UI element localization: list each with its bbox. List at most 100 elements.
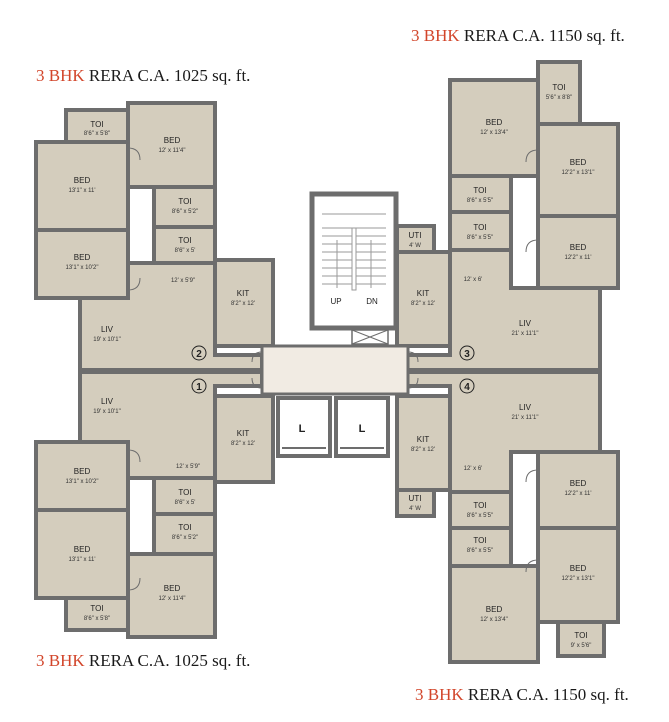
room-dim: 13'1" x 10'2" [66, 265, 99, 271]
room-name: KIT [417, 289, 430, 298]
tl-bed-right-room [126, 101, 217, 189]
br-uti-room [395, 488, 436, 518]
room-name: BED [486, 605, 503, 614]
bl-toi-b-room [152, 512, 217, 556]
room-dim: 8'2" x 12' [231, 301, 255, 307]
room-name: UTI [409, 231, 422, 240]
room-dim: 8'6" x 5'8" [84, 616, 110, 622]
room-name: TOI [90, 120, 103, 129]
tl-toi-low-room [152, 225, 217, 265]
room-name: BED [74, 545, 91, 554]
room-name: BED [570, 158, 587, 167]
br-bed-left-room [448, 564, 540, 664]
bl-labels: LIV 19' x 10'1" KIT 8'2" x 12' 12' x 5'9… [66, 397, 256, 622]
room-name: TOI [178, 236, 191, 245]
room-name: TOI [473, 536, 486, 545]
room-name: BED [74, 176, 91, 185]
tr-bed-left-room [448, 78, 540, 178]
room-name: BED [570, 479, 587, 488]
room-dim: 21' x 11'1" [512, 331, 539, 337]
room-dim: 8'6" x 5'2" [172, 535, 198, 541]
room-dim: 12' x 11'4" [159, 596, 186, 602]
lift-label: L [299, 423, 306, 435]
br-kit-room [395, 394, 452, 492]
room-name: TOI [90, 604, 103, 613]
room-name: TOI [473, 186, 486, 195]
br-bed-mid-room [536, 526, 620, 624]
room-dim: 12' x 11'4" [159, 148, 186, 154]
room-name: LIV [519, 319, 532, 328]
flat-4-plan [395, 370, 620, 664]
room-dim: 4' W [409, 243, 421, 249]
room-dim: 8'6" x 5'8" [84, 131, 110, 137]
room-name: BED [164, 584, 181, 593]
door-swings [127, 147, 539, 591]
lift-label: L [359, 423, 366, 435]
caption-bottom-left: 3 BHK RERA C.A. 1025 sq. ft. [36, 651, 250, 671]
room-dim: 8'6" x 5'5" [467, 513, 493, 519]
room-name: BED [74, 467, 91, 476]
bl-bed-left-room [34, 508, 130, 600]
room-name: BED [164, 136, 181, 145]
lift-2: L [334, 396, 390, 458]
bl-bed-top-room [34, 440, 130, 512]
room-name: BED [486, 118, 503, 127]
flat-number: 1 [196, 382, 202, 393]
room-name: BED [74, 253, 91, 262]
room-dim: 8'6" x 5'5" [467, 198, 493, 204]
room-dim: 12' x 13'4" [480, 617, 507, 623]
tl-toi-mid-room [152, 185, 217, 229]
room-name: BED [570, 564, 587, 573]
tl-bed-left-room [34, 140, 130, 232]
flat-number: 2 [196, 349, 202, 360]
room-dim: 12' x 5'9" [176, 464, 200, 470]
caption-type: 3 BHK [411, 26, 460, 45]
flat-number: 4 [464, 382, 470, 393]
tr-kit-room [395, 250, 452, 348]
br-bed-top-room [536, 450, 620, 530]
caption-top-left: 3 BHK RERA C.A. 1025 sq. ft. [36, 66, 250, 86]
room-name: BED [570, 243, 587, 252]
br-toi-b-room [448, 526, 513, 568]
room-dim: 8'6" x 5' [175, 500, 196, 506]
bl-bed-right-room [126, 552, 217, 639]
room-name: LIV [101, 325, 114, 334]
caption-top-right: 3 BHK RERA C.A. 1150 sq. ft. [411, 26, 625, 46]
room-name: KIT [237, 429, 250, 438]
room-dim: 12'2" x 13'1" [562, 170, 595, 176]
tr-toi-a-room [448, 174, 513, 214]
tl-kit-room [213, 258, 275, 348]
room-dim: 8'2" x 12' [231, 441, 255, 447]
caption-bottom-right: 3 BHK RERA C.A. 1150 sq. ft. [415, 685, 629, 705]
caption-area: RERA C.A. 1025 sq. ft. [88, 66, 251, 85]
room-name: TOI [178, 197, 191, 206]
bl-kit-room [213, 394, 275, 484]
room-name: LIV [101, 397, 114, 406]
room-dim: 12'2" x 11' [565, 491, 592, 497]
room-dim: 4' W [409, 506, 421, 512]
room-name: TOI [552, 83, 565, 92]
room-name: UTI [409, 494, 422, 503]
room-dim: 13'1" x 10'2" [66, 479, 99, 485]
room-dim: 12' x 5'9" [171, 278, 195, 284]
room-dim: 9' x 5'6" [571, 643, 592, 649]
caption-area: RERA C.A. 1150 sq. ft. [467, 685, 629, 704]
br-toi-a-room [448, 490, 513, 530]
bl-toi-bot-room [64, 596, 130, 632]
room-name: TOI [574, 631, 587, 640]
room-dim: 12'2" x 11' [565, 255, 592, 261]
room-dim: 13'1" x 11' [69, 557, 96, 563]
room-dim: 13'1" x 11' [69, 188, 96, 194]
caption-type: 3 BHK [415, 685, 464, 704]
room-dim: 12' x 6' [464, 466, 483, 472]
room-name: TOI [178, 523, 191, 532]
br-toi-bot-room [556, 620, 606, 658]
br-labels: LIV 21' x 11'1" KIT 8'2" x 12' 12' x 6' … [409, 403, 595, 649]
room-dim: 8'6" x 5'5" [467, 548, 493, 554]
room-dim: 8'6" x 5'5" [467, 235, 493, 241]
room-dim: 8'6" x 5' [175, 248, 196, 254]
flat-2-plan [34, 101, 275, 372]
tr-labels: TOI 5'6" x 8'8" BED 12' x 13'4" BED 12'2… [409, 83, 595, 337]
room-name: LIV [519, 403, 532, 412]
